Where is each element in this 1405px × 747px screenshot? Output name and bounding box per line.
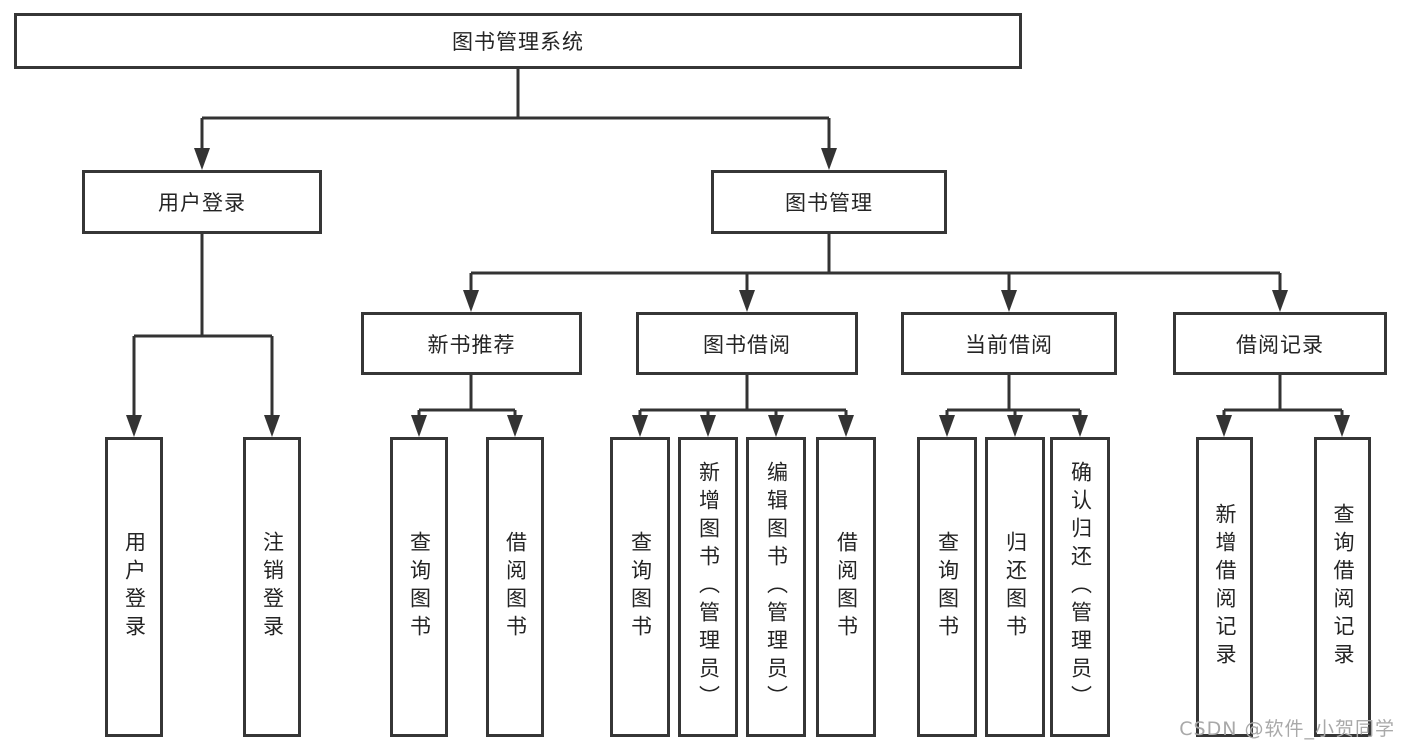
node-user-login: 用户登录 [82, 170, 322, 234]
leaf-current-query-books: 查询图书 [917, 437, 977, 737]
node-current-borrow: 当前借阅 [901, 312, 1117, 375]
watermark-text: CSDN @软件_小贺同学 [1179, 718, 1395, 740]
leaf-current-return-books: 归还图书 [985, 437, 1045, 737]
leaf-borrow-add-books-admin: 新增图书（管理员） [678, 437, 738, 737]
leaf-borrow-borrow-books: 借阅图书 [816, 437, 876, 737]
node-new-book-recommend: 新书推荐 [361, 312, 582, 375]
leaf-records-query-borrow-record: 查询借阅记录 [1314, 437, 1371, 737]
node-root-system: 图书管理系统 [14, 13, 1022, 69]
leaf-records-add-borrow-record: 新增借阅记录 [1196, 437, 1253, 737]
leaf-logout: 注销登录 [243, 437, 301, 737]
leaf-recommend-query-books: 查询图书 [390, 437, 448, 737]
node-borrow-records: 借阅记录 [1173, 312, 1387, 375]
leaf-recommend-borrow-books: 借阅图书 [486, 437, 544, 737]
node-book-borrow: 图书借阅 [636, 312, 858, 375]
leaf-user-login: 用户登录 [105, 437, 163, 737]
leaf-borrow-edit-books-admin: 编辑图书（管理员） [746, 437, 806, 737]
node-book-management: 图书管理 [711, 170, 947, 234]
leaf-borrow-query-books: 查询图书 [610, 437, 670, 737]
leaf-current-confirm-return-admin: 确认归还（管理员） [1050, 437, 1110, 737]
